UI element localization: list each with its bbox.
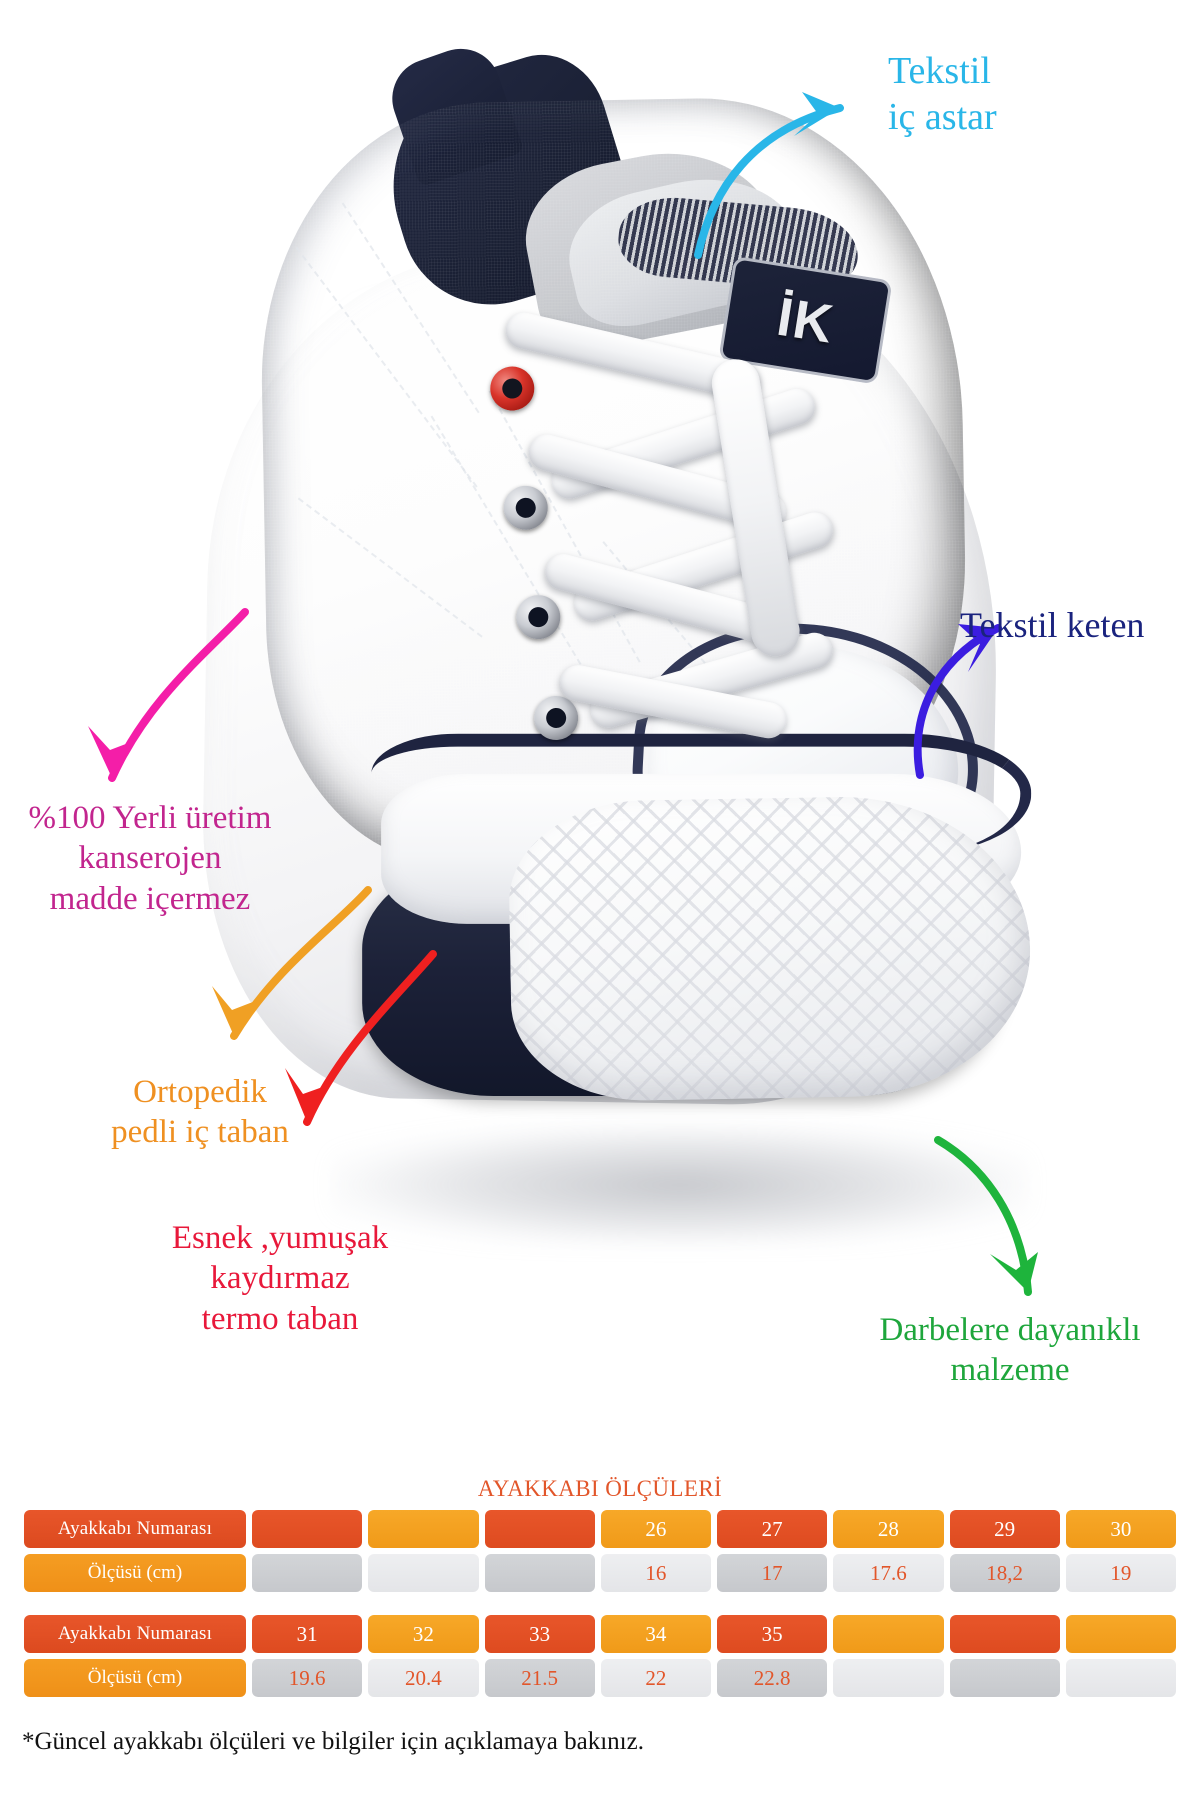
size-row-label-cm: Ölçüsü (cm) xyxy=(24,1554,246,1592)
size-number-cell: 30 xyxy=(1065,1510,1176,1548)
callout-textile-lining: Tekstil iç astar xyxy=(888,50,997,139)
size-measurement-cell: 22.8 xyxy=(717,1659,828,1697)
size-measurement-cell: 22 xyxy=(600,1659,711,1697)
size-table-2: Ayakkabı Numarası 31 32 33 34 35 Ölçüsü … xyxy=(24,1615,1176,1697)
callout-impact-resistant: Darbelere dayanıklı malzeme xyxy=(879,1312,1141,1389)
size-number-cell xyxy=(833,1615,944,1653)
size-measurement-cell: 20.4 xyxy=(368,1659,479,1697)
size-row-label-number: Ayakkabı Numarası xyxy=(24,1615,246,1653)
size-number-cell: 31 xyxy=(252,1615,363,1653)
size-chart-footnote: *Güncel ayakkabı ölçüleri ve bilgiler iç… xyxy=(22,1728,644,1755)
size-row-label-number: Ayakkabı Numarası xyxy=(24,1510,246,1548)
size-number-cell: 35 xyxy=(717,1615,828,1653)
arrow-impact-resistant-icon xyxy=(934,1136,1038,1296)
size-number-cell: 28 xyxy=(833,1510,944,1548)
callout-textile-linen: Tekstil keten xyxy=(960,605,1145,645)
ground-shadow xyxy=(330,1125,1030,1245)
size-number-cell: 27 xyxy=(717,1510,828,1548)
callout-domestic-production: %100 Yerli üretim kanserojen madde içerm… xyxy=(28,800,272,917)
size-measurement-cell xyxy=(949,1659,1060,1697)
arrow-domestic-production-icon xyxy=(88,608,249,782)
size-measurement-cell xyxy=(1065,1659,1176,1697)
size-measurement-cell xyxy=(833,1659,944,1697)
size-measurement-cell xyxy=(252,1554,363,1592)
size-number-cell xyxy=(368,1510,479,1548)
size-measurement-cell xyxy=(368,1554,479,1592)
size-number-cell: 33 xyxy=(484,1615,595,1653)
size-number-cell xyxy=(949,1615,1060,1653)
brand-logo-text: İK xyxy=(773,286,838,355)
size-number-cell xyxy=(484,1510,595,1548)
arrow-orthopedic-insole-icon xyxy=(212,886,372,1040)
shoe-sole-tread xyxy=(507,793,1033,1103)
size-measurement-cell: 21.5 xyxy=(484,1659,595,1697)
arrow-textile-lining-icon xyxy=(694,92,844,259)
size-number-cell xyxy=(252,1510,363,1548)
size-measurement-cell: 16 xyxy=(600,1554,711,1592)
size-number-cell xyxy=(1065,1615,1176,1653)
size-measurement-cell xyxy=(484,1554,595,1592)
arrow-textile-linen-icon xyxy=(913,624,1002,779)
arrow-flexible-sole-icon xyxy=(285,950,437,1126)
size-chart-section: AYAKKABI ÖLÇÜLERİ Ayakkabı Numarası 26 2… xyxy=(0,1470,1200,1800)
product-photo-area: İK Tekstil iç astar xyxy=(0,0,1200,1470)
size-row-label-cm: Ölçüsü (cm) xyxy=(24,1659,246,1697)
size-measurement-cell: 19.6 xyxy=(252,1659,363,1697)
size-measurement-cell: 19 xyxy=(1065,1554,1176,1592)
size-measurement-cell: 18,2 xyxy=(949,1554,1060,1592)
callout-orthopedic-insole: Ortopedik pedli iç taban xyxy=(111,1074,289,1151)
size-number-cell: 32 xyxy=(368,1615,479,1653)
size-number-cell: 34 xyxy=(600,1615,711,1653)
size-measurement-cell: 17.6 xyxy=(833,1554,944,1592)
size-number-cell: 26 xyxy=(600,1510,711,1548)
size-chart-title: AYAKKABI ÖLÇÜLERİ xyxy=(477,1476,723,1501)
callout-flexible-sole: Esnek ,yumuşak kaydırmaz termo taban xyxy=(171,1220,389,1337)
size-table-1: Ayakkabı Numarası 26 27 28 29 30 Ölçüsü … xyxy=(24,1510,1176,1592)
size-number-cell: 29 xyxy=(949,1510,1060,1548)
size-measurement-cell: 17 xyxy=(717,1554,828,1592)
